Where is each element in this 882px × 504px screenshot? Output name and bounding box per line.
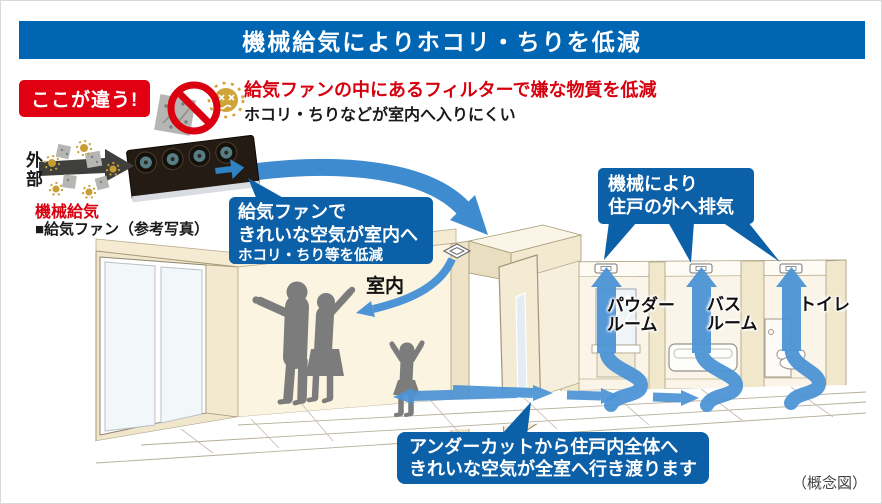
exhaust-arrow-powder	[591, 267, 649, 412]
undercut-callout-line2: きれいな空気が全室へ行き渡ります	[409, 459, 697, 479]
undercut-callout: アンダーカットから住戸内全体へ きれいな空気が全室へ行き渡ります	[397, 432, 709, 484]
no-entry-icon	[167, 81, 221, 135]
man-silhouette	[252, 281, 309, 406]
supply-fan-unit	[126, 134, 260, 203]
supply-callout-line1: 給気ファンで	[238, 202, 346, 222]
callout-tail-exhaust-1	[604, 222, 637, 260]
conceptual-diagram-note: （概念図）	[792, 475, 868, 492]
fan-blades	[134, 141, 238, 174]
fan-airflow-emblem	[215, 159, 245, 180]
floor-arrow-hall-2	[652, 390, 699, 406]
filter-note: ホコリ・ちりなどが室内へ入りにくい	[244, 107, 516, 124]
filter-headline: 給気ファンの中にあるフィルターで嫌な物質を低減	[244, 80, 657, 100]
exhaust-arrow-bath	[686, 267, 744, 412]
callout-tail-exhaust-3	[722, 222, 780, 262]
supply-callout-line2: きれいな空気が室内へ	[238, 225, 418, 245]
dust-particles	[44, 140, 120, 199]
vent-supply-arrow	[356, 257, 456, 317]
room-label-powder: パウダー ルーム	[607, 296, 675, 334]
supply-duct-arrow	[252, 159, 488, 235]
title-banner: 機械給気によりホコリ・ちりを低減	[19, 21, 865, 59]
blocked-particles-icon	[154, 81, 245, 136]
exhaust-arrows	[591, 267, 827, 412]
difference-badge: ここが違う!	[19, 80, 151, 117]
callout-tail-exhaust-2	[668, 222, 694, 263]
fan-photo-caption: ■給気ファン（参考写真）	[35, 221, 210, 238]
room-label-toilet: トイレ	[799, 295, 850, 314]
exhaust-arrow-toilet	[776, 267, 827, 410]
page-title: 機械給気によりホコリ・ちりを低減	[242, 29, 642, 55]
pollen-icon	[207, 81, 245, 119]
supply-callout-line3: ホコリ・ちり等を低減	[238, 248, 383, 264]
floor-arrows	[393, 385, 699, 406]
woman-silhouette	[306, 286, 356, 404]
window-wall	[95, 250, 239, 442]
supply-callout: 給気ファンで きれいな空気が室内へ ホコリ・ちり等を低減	[229, 197, 433, 264]
ceiling-supply-vent	[442, 243, 472, 259]
room-label-bath: バス ルーム	[707, 295, 758, 333]
floor-arrow-under-door	[452, 385, 553, 401]
child-silhouette	[389, 340, 425, 417]
mechanical-supply-label: 機械給気	[35, 204, 100, 221]
pollen-particles	[44, 140, 120, 199]
callout-tail-supply	[248, 178, 287, 200]
callout-tails	[248, 178, 780, 435]
exhaust-callout-line2: 住戸の外へ排気	[608, 197, 734, 217]
undercut-callout-line1: アンダーカットから住戸内全体へ	[409, 437, 679, 457]
exhaust-callout: 機械により 住戸の外へ排気	[598, 168, 754, 224]
callout-tail-undercut	[501, 402, 531, 435]
outside-label: 外部	[23, 151, 42, 189]
indoor-label: 室内	[366, 276, 405, 297]
family-silhouettes	[252, 281, 425, 417]
exhaust-callout-line1: 機械により	[608, 174, 698, 194]
